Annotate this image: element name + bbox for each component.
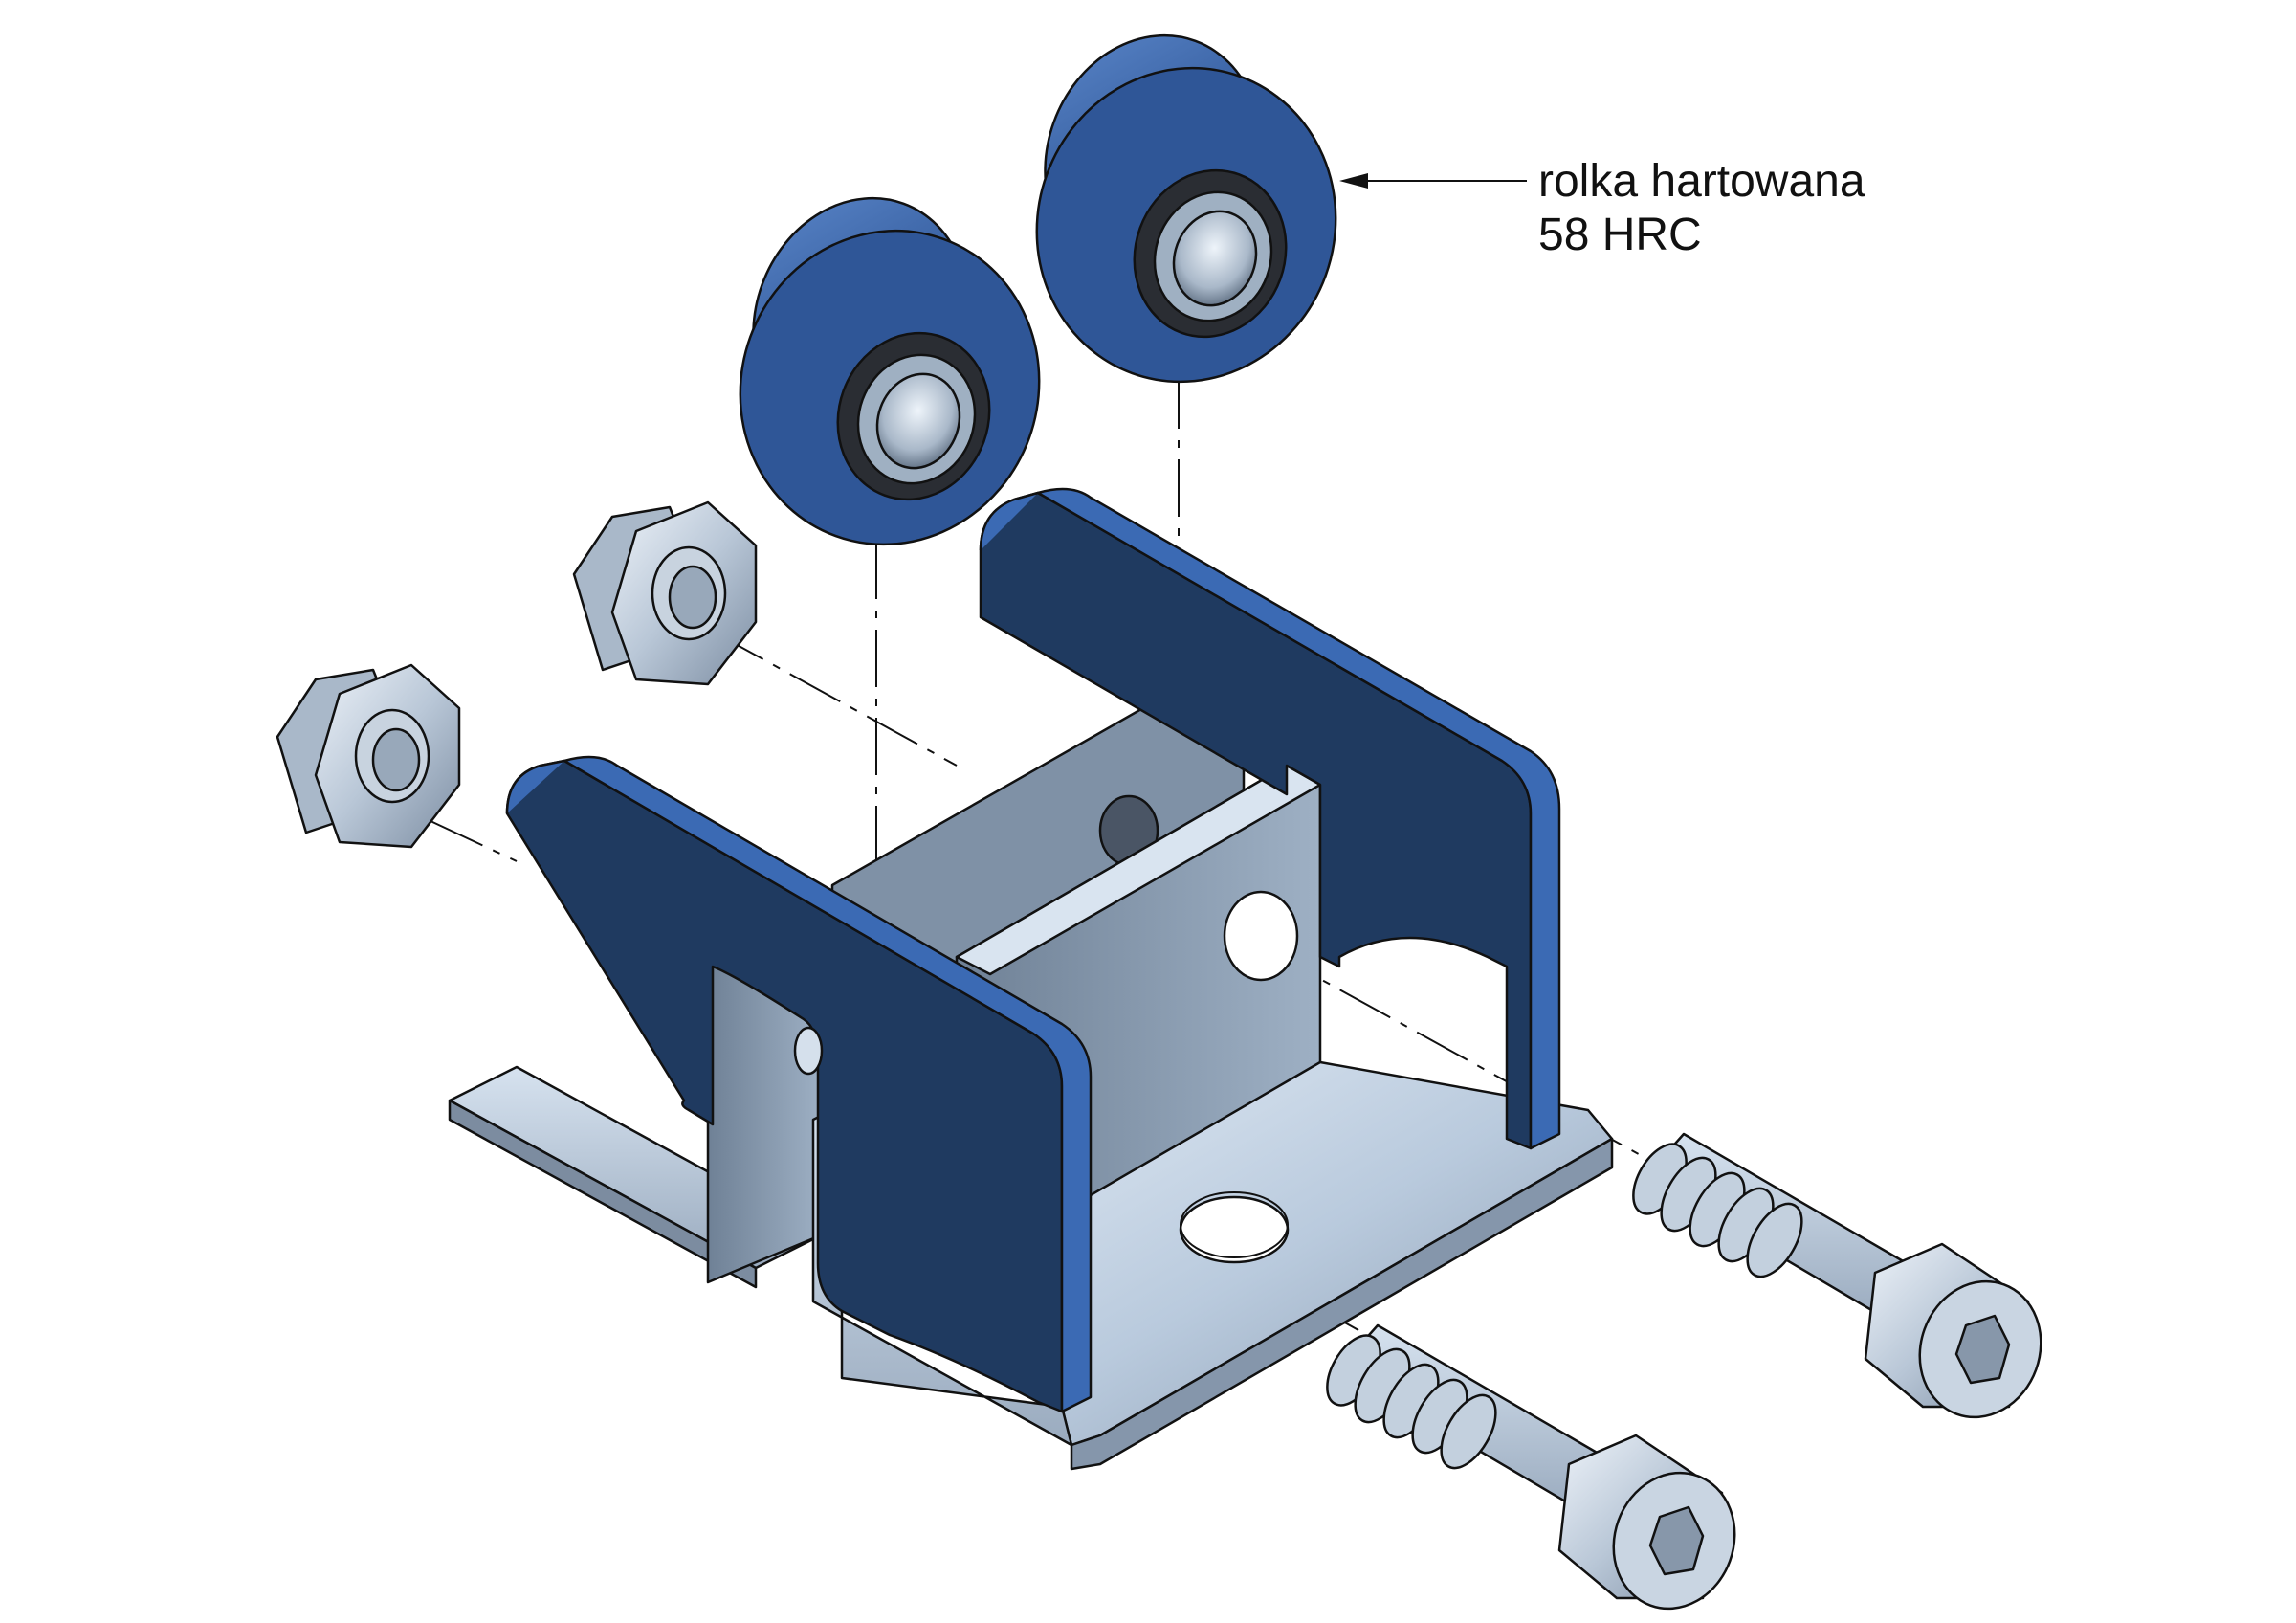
- base-plate-hole: [1179, 1195, 1290, 1264]
- callout-line-1: rolka hartowana: [1538, 156, 1866, 207]
- right-plate-top-edge: [979, 487, 1561, 1150]
- roller-left: [739, 196, 1041, 546]
- left-plate-hole-visible: [793, 1026, 824, 1076]
- roller-right-bore: [1172, 210, 1258, 307]
- bolt-upper-threads: [1632, 1143, 1803, 1278]
- base-plate-side: [1070, 1137, 1614, 1471]
- bolt-upper: [1632, 1132, 2042, 1419]
- bolt-lower: [1326, 1323, 1736, 1611]
- inner-wall-hole: [1223, 890, 1299, 982]
- nut-lower: [276, 663, 461, 849]
- right-side-plate: [979, 487, 1561, 1150]
- roller-right: [1035, 33, 1337, 384]
- left-plate-top-edge: [505, 755, 1093, 1413]
- nut-lower-thread-inner: [371, 727, 421, 792]
- nut-lower-axis: [430, 820, 518, 862]
- leader-arrowhead: [1339, 173, 1368, 189]
- nut-upper-thread-inner: [668, 565, 718, 630]
- callout-leader: [1339, 173, 1527, 189]
- nut-upper: [572, 500, 758, 686]
- callout-label: rolka hartowana 58 HRC: [1538, 155, 1866, 262]
- base-plate-hole-rim: [1180, 1191, 1289, 1258]
- bolt-lower-hex-socket: [1648, 1505, 1705, 1576]
- roller-left-bore: [875, 372, 961, 470]
- left-side-plate: [505, 755, 1093, 1413]
- bolt-upper-hex-socket: [1954, 1314, 2011, 1385]
- nut-upper-axis: [712, 631, 958, 767]
- left-flange-side: [448, 1099, 758, 1289]
- bolt-lower-threads: [1326, 1334, 1497, 1470]
- callout-line-2: 58 HRC: [1538, 210, 1702, 260]
